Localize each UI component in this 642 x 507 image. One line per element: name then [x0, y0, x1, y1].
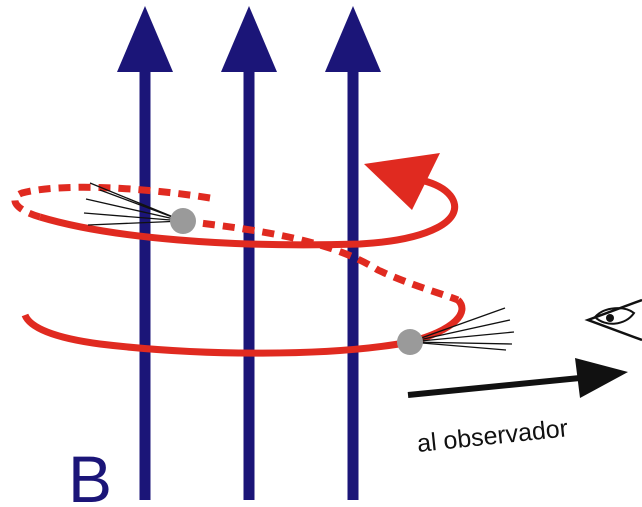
arrow-direction-icon: [364, 153, 440, 210]
field-label: B: [68, 442, 112, 507]
particle-upper: [170, 208, 196, 234]
helix-lower-front: [21, 297, 466, 357]
observer-label: al observador: [416, 414, 570, 458]
helix-path: [11, 153, 466, 357]
helix-back-dashed: [11, 183, 211, 221]
radiation-rays: [83, 182, 515, 351]
field-line-1: [117, 6, 173, 500]
eye-icon: [584, 298, 642, 342]
arrow-up-icon: [325, 6, 381, 72]
arrow-up-icon: [221, 6, 277, 72]
particle-lower: [397, 329, 423, 355]
helix-upper-front: [38, 172, 459, 249]
arrow-up-icon: [117, 6, 173, 72]
field-line-3: [325, 6, 381, 500]
observer-arrow: [407, 358, 628, 398]
helix-back-dashed: [182, 217, 460, 304]
field-lines: [117, 6, 381, 500]
arrow-right-icon: [575, 358, 628, 398]
field-line-2: [221, 6, 277, 500]
